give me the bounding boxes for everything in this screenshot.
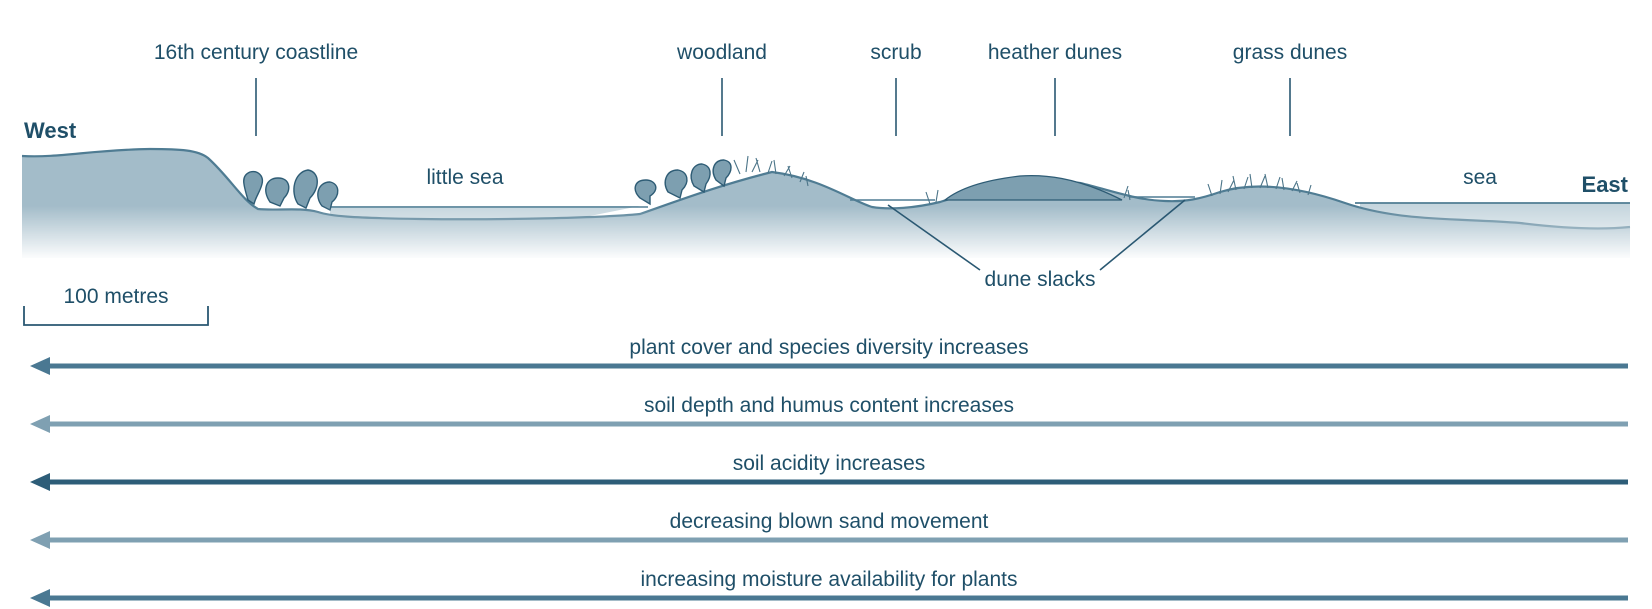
trend-label: plant cover and species diversity increa… [629,336,1028,359]
scale-bar: 100 metres [23,285,209,326]
trend-arrow-head-left [30,531,50,549]
scale-label: 100 metres [63,285,168,308]
trend-arrow-head-left [30,415,50,433]
coastline-label: 16th century coastline [154,41,358,64]
trend-arrow-head-left [30,473,50,491]
trend-arrow: increasing moisture availability for pla… [30,568,1628,607]
profile-fade [0,140,1652,260]
trend-label: soil depth and humus content increases [644,394,1014,417]
west-label: West [24,118,77,143]
scale-bracket [23,306,209,326]
dune-slack-leader-east [1099,199,1186,271]
trend-arrow: decreasing blown sand movement [30,510,1628,549]
trend-arrows: plant cover and species diversity increa… [30,336,1628,607]
trend-label: decreasing blown sand movement [670,510,989,533]
east-label: East [1582,172,1629,197]
dune-slacks-label: dune slacks [985,268,1096,291]
dune-cross-section [0,140,1652,260]
trend-label: soil acidity increases [733,452,926,475]
trend-arrow: soil depth and humus content increases [30,394,1628,433]
trend-arrow-head-left [30,589,50,607]
trend-label: increasing moisture availability for pla… [640,568,1017,591]
scrub-label: scrub [870,41,921,64]
trend-arrow: plant cover and species diversity increa… [30,336,1628,375]
sea-label: sea [1463,166,1497,189]
zone-labels: West East 16th century coastline little … [24,41,1629,291]
woodland-label: woodland [676,41,767,64]
dune-slack-leader-west [887,204,981,271]
trend-arrow: soil acidity increases [30,452,1628,491]
trend-arrow-head-left [30,357,50,375]
heather-dunes-label: heather dunes [988,41,1122,64]
little-sea-label: little sea [426,166,503,189]
grass-dunes-label: grass dunes [1233,41,1347,64]
